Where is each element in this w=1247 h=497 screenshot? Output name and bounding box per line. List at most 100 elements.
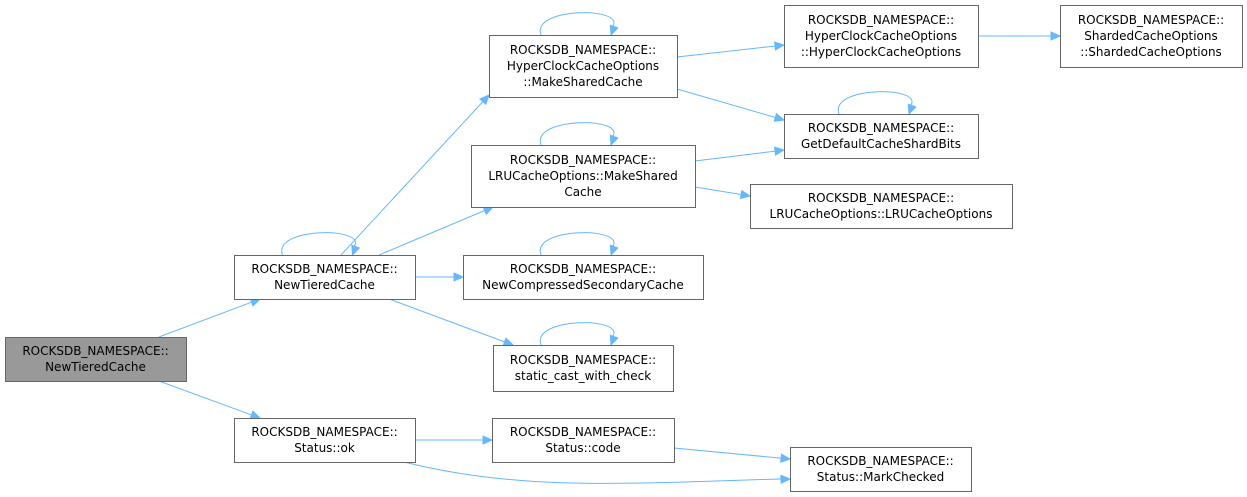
node-label: ROCKSDB_NAMESPACE:: — [510, 262, 656, 276]
node-label: Status::code — [545, 441, 620, 455]
arrow-head — [453, 272, 465, 282]
arrow-head — [773, 112, 786, 122]
node-markcheck[interactable]: ROCKSDB_NAMESPACE::Status::MarkChecked — [790, 447, 972, 492]
node-box — [1060, 5, 1243, 68]
node-label: ::ShardedCacheOptions — [1080, 45, 1222, 59]
arrow-head — [609, 334, 619, 347]
node-scwc[interactable]: ROCKSDB_NAMESPACE::static_cast_with_chec… — [493, 345, 674, 392]
nodes-layer: ROCKSDB_NAMESPACE::NewTieredCacheROCKSDB… — [5, 5, 1243, 492]
node-label: HyperClockCacheOptions — [507, 59, 659, 73]
node-label: LRUCacheOptions::LRUCacheOptions — [770, 207, 993, 221]
edge-gdcsb-to-gdcsb — [837, 91, 917, 116]
node-label: NewCompressedSecondaryCache — [482, 278, 684, 292]
node-label: ROCKSDB_NAMESPACE:: — [510, 153, 656, 167]
node-label: Cache — [564, 185, 601, 199]
edge-ntc2-to-ntc2 — [281, 232, 361, 257]
node-label: LRUCacheOptions::MakeShared — [488, 169, 677, 183]
edge-ntc2-to-lrumake — [378, 206, 495, 256]
node-hcmake[interactable]: ROCKSDB_NAMESPACE::HyperClockCacheOption… — [489, 35, 678, 98]
node-lrumake[interactable]: ROCKSDB_NAMESPACE::LRUCacheOptions::Make… — [471, 145, 696, 208]
node-label: NewTieredCache — [45, 360, 146, 374]
edge-line — [539, 12, 615, 36]
node-box — [784, 114, 979, 159]
arrow-head — [479, 94, 490, 106]
node-label: ROCKSDB_NAMESPACE:: — [808, 191, 954, 205]
node-label: ROCKSDB_NAMESPACE:: — [1078, 13, 1224, 27]
node-box — [234, 255, 416, 300]
node-ncsc[interactable]: ROCKSDB_NAMESPACE::NewCompressedSecondar… — [463, 255, 704, 300]
edge-hcmake-to-gdcsb — [676, 88, 786, 122]
node-label: NewTieredCache — [274, 278, 375, 292]
arrow-head — [780, 453, 792, 463]
node-box — [750, 184, 1013, 229]
node-hcctor[interactable]: ROCKSDB_NAMESPACE::HyperClockCacheOption… — [784, 5, 979, 68]
edge-ncsc-to-ncsc — [539, 232, 619, 257]
node-label: ROCKSDB_NAMESPACE:: — [510, 353, 656, 367]
edge-scwc-to-scwc — [539, 322, 619, 347]
arrow-head — [774, 41, 786, 51]
node-box — [234, 418, 416, 463]
node-label: ::MakeSharedCache — [523, 75, 642, 89]
node-shctor[interactable]: ROCKSDB_NAMESPACE::ShardedCacheOptions::… — [1060, 5, 1243, 68]
edge-lrumake-to-lrumake — [539, 122, 619, 147]
edge-hcmake-to-hcctor — [676, 41, 786, 58]
edge-line — [539, 232, 615, 256]
node-box — [493, 345, 674, 392]
node-label: ROCKSDB_NAMESPACE:: — [251, 425, 397, 439]
edge-line — [673, 447, 782, 459]
node-ntc2[interactable]: ROCKSDB_NAMESPACE::NewTieredCache — [234, 255, 416, 300]
edge-line — [378, 210, 485, 256]
edge-line — [388, 298, 505, 343]
node-gdcsb[interactable]: ROCKSDB_NAMESPACE::GetDefaultCacheShardB… — [784, 114, 979, 159]
node-box — [790, 447, 972, 492]
edge-line — [340, 101, 484, 256]
arrow-head — [249, 410, 262, 420]
arrow-head — [780, 474, 792, 485]
node-label: ROCKSDB_NAMESPACE:: — [808, 121, 954, 135]
arrow-head — [739, 189, 752, 200]
node-label: ROCKSDB_NAMESPACE:: — [510, 425, 656, 439]
node-label: ROCKSDB_NAMESPACE:: — [510, 43, 656, 57]
edge-ntc2-to-scwc — [388, 298, 515, 347]
edge-ntc2-to-hcmake — [340, 94, 490, 256]
edge-line — [837, 91, 913, 115]
arrow-head — [482, 435, 494, 445]
node-root[interactable]: ROCKSDB_NAMESPACE::NewTieredCache — [5, 337, 187, 382]
arrow-head — [773, 146, 786, 156]
node-box — [489, 35, 678, 98]
edge-line — [403, 461, 782, 484]
node-box — [492, 418, 675, 463]
edge-line — [694, 150, 776, 162]
node-label: HyperClockCacheOptions — [805, 29, 957, 43]
node-statcode[interactable]: ROCKSDB_NAMESPACE::Status::code — [492, 418, 675, 463]
edge-ntc2-to-ncsc — [415, 272, 465, 282]
edge-statcode-to-markcheck — [673, 447, 792, 463]
edge-root-to-ntc2 — [158, 297, 262, 338]
edge-line — [539, 122, 615, 146]
arrow-head — [351, 244, 361, 257]
node-box — [5, 337, 187, 382]
arrow-head — [502, 337, 515, 347]
arrow-head — [1050, 31, 1062, 41]
edge-lrumake-to-gdcsb — [694, 146, 786, 162]
node-label: ROCKSDB_NAMESPACE:: — [808, 13, 954, 27]
edges-layer — [158, 12, 1062, 485]
node-lructor[interactable]: ROCKSDB_NAMESPACE::LRUCacheOptions::LRUC… — [750, 184, 1013, 229]
edge-line — [676, 88, 776, 118]
node-label: ROCKSDB_NAMESPACE:: — [22, 344, 168, 358]
arrow-head — [609, 134, 619, 147]
node-statusok[interactable]: ROCKSDB_NAMESPACE::Status::ok — [234, 418, 416, 463]
arrow-head — [609, 244, 619, 257]
edge-statusok-to-markcheck — [403, 461, 792, 485]
node-box — [471, 145, 696, 208]
edge-line — [158, 301, 252, 338]
edge-line — [676, 45, 776, 58]
node-label: Status::MarkChecked — [817, 470, 944, 484]
node-box — [463, 255, 704, 300]
node-label: Status::ok — [294, 441, 355, 455]
node-box — [784, 5, 979, 68]
node-label: ShardedCacheOptions — [1084, 29, 1218, 43]
edge-root-to-statusok — [158, 380, 262, 420]
